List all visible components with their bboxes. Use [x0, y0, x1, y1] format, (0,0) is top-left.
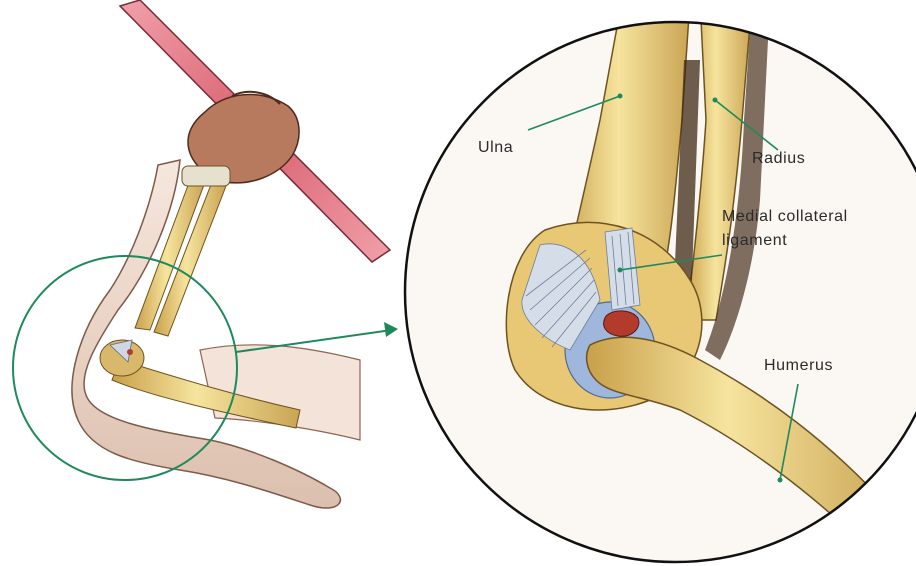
label-ulna: Ulna	[478, 139, 513, 156]
elbow-detail	[400, 0, 916, 566]
arm-overview	[13, 0, 390, 508]
label-humerus: Humerus	[764, 357, 833, 374]
label-radius: Radius	[752, 150, 805, 167]
label-mcl-line2: ligament	[722, 232, 787, 249]
wrist-bones	[182, 166, 230, 186]
ligament-tear	[604, 311, 639, 336]
tear-small	[127, 349, 133, 355]
label-mcl-line1: Medial collateral	[722, 208, 848, 225]
